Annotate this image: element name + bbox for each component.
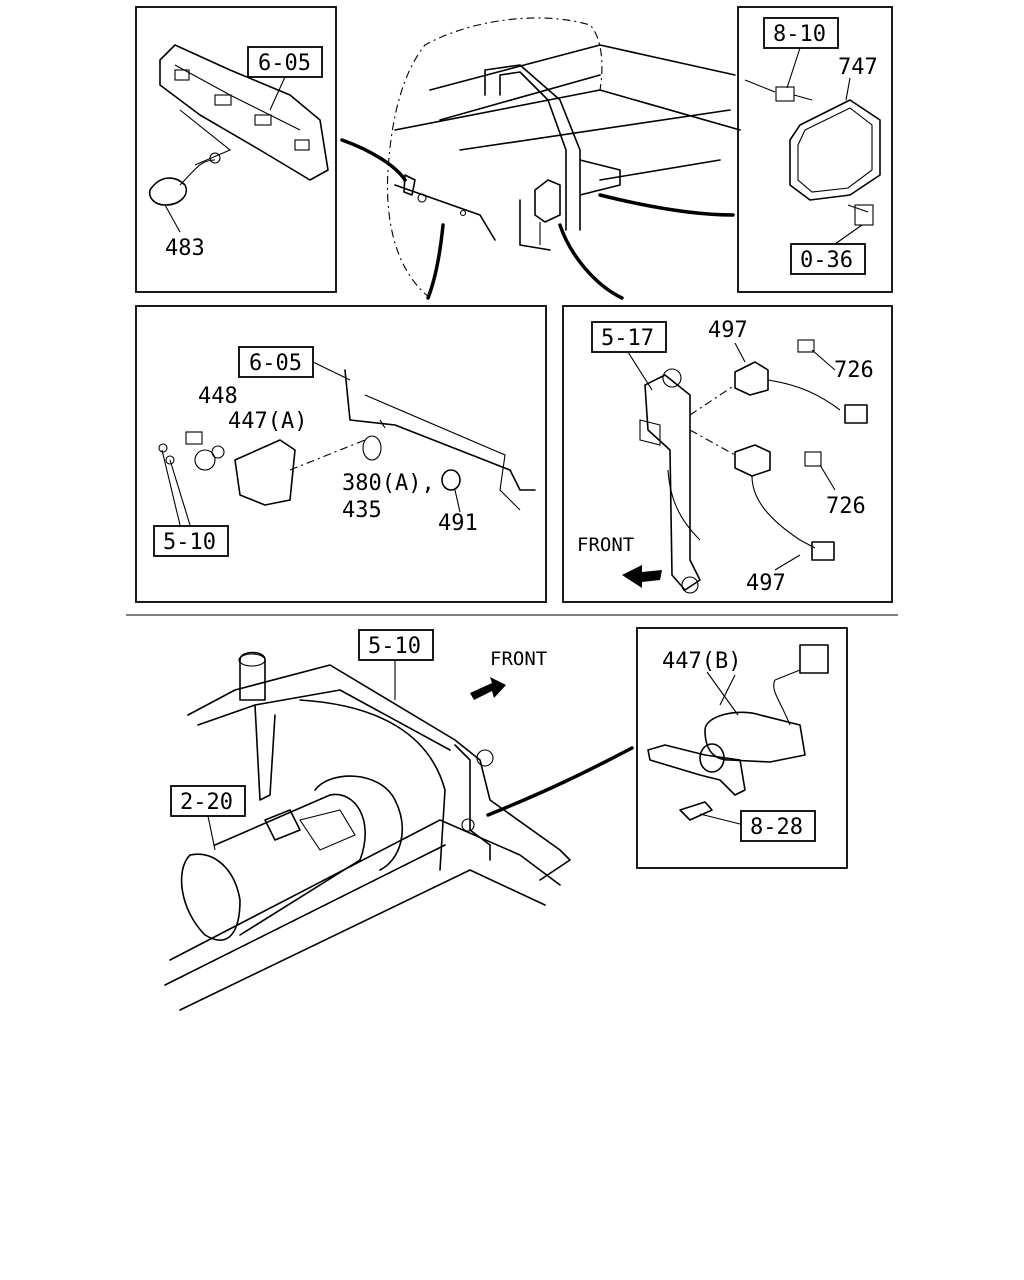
top-right-parts: [744, 79, 881, 226]
label-491: 491: [438, 511, 478, 536]
label-8-28: 8-28: [750, 815, 803, 840]
label-5-10-bottom: 5-10: [368, 634, 421, 659]
label-0-36: 0-36: [800, 248, 853, 273]
mid-right-parts: [622, 339, 868, 594]
label-2-20: 2-20: [180, 790, 233, 815]
label-380a: 380(A),: [342, 471, 435, 496]
label-447b: 447(B): [662, 649, 741, 674]
label-6-05-mid: 6-05: [249, 351, 302, 376]
front-arrow-icon: [622, 565, 662, 588]
leader-to-bottom-right: [486, 746, 634, 817]
leader-to-mid-left: [426, 223, 445, 300]
panel-mid-right: [562, 305, 893, 603]
label-497-bot: 497: [746, 571, 786, 596]
label-448: 448: [198, 384, 238, 409]
frame-illustration: [164, 651, 571, 1011]
panel-mid-left: [135, 305, 547, 603]
label-726-top: 726: [834, 358, 874, 383]
label-front-mid: FRONT: [577, 534, 634, 556]
mid-left-parts: [158, 369, 536, 526]
panel-top-right: [737, 6, 893, 293]
front-arrow-icon-bottom: [470, 677, 506, 700]
label-747: 747: [838, 55, 878, 80]
top-left-parts: [148, 44, 329, 233]
label-6-05-top: 6-05: [258, 51, 311, 76]
label-5-17: 5-17: [601, 326, 654, 351]
panel-top-left: [135, 6, 337, 293]
label-447a: 447(A): [228, 409, 307, 434]
label-435: 435: [342, 498, 382, 523]
label-8-10: 8-10: [773, 22, 826, 47]
leader-to-top-left: [340, 138, 407, 182]
panel-bottom-right: [636, 627, 848, 869]
label-front-bottom: FRONT: [490, 648, 547, 670]
leader-to-mid-right: [558, 223, 624, 300]
bottom-right-parts: [647, 644, 829, 825]
label-483: 483: [165, 236, 205, 261]
label-726-bot: 726: [826, 494, 866, 519]
label-497-top: 497: [708, 318, 748, 343]
leader-to-top-right: [598, 193, 735, 217]
cab-illustration: [386, 17, 741, 299]
label-5-10-mid: 5-10: [163, 530, 216, 555]
